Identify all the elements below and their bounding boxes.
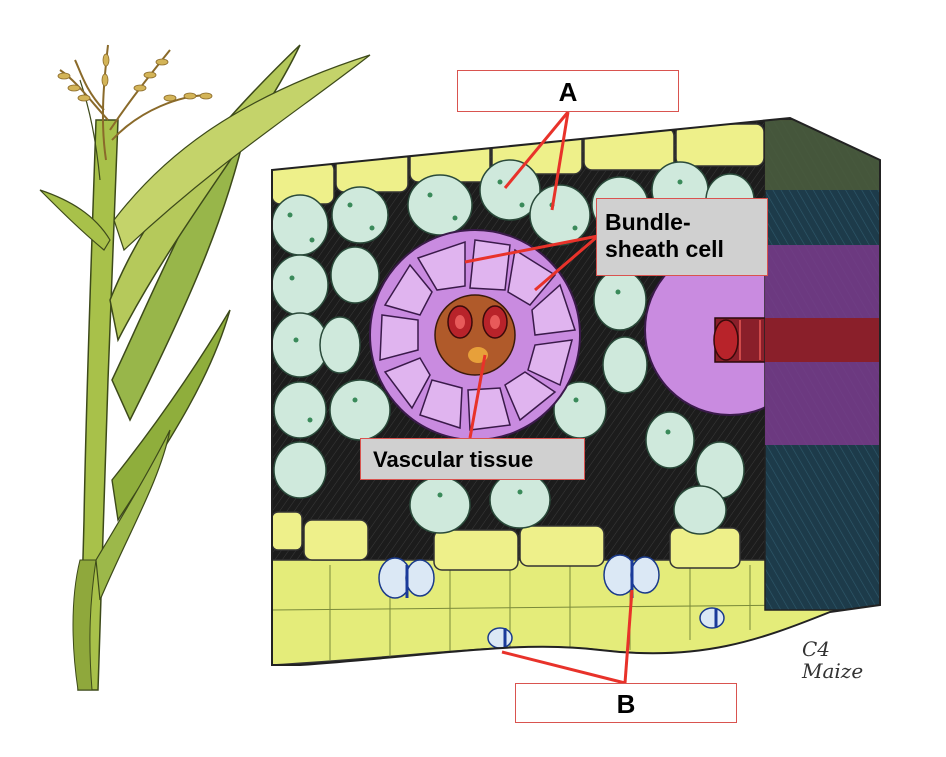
leaf-outline [271,116,881,666]
leaf-cross-section [272,118,880,665]
label-bundle-sheath-line2: sheath cell [605,236,724,262]
label-bundle-sheath-line1: Bundle- [605,209,691,235]
leader-lines [464,111,634,685]
label-vascular-tissue: Vascular tissue [360,438,585,480]
handwritten-caption: C4 Maize [802,638,902,682]
handwritten-c4: C4 [802,637,831,661]
label-bundle-sheath-cell: Bundle- sheath cell [596,198,768,276]
label-a: A [457,70,679,112]
label-b: B [515,683,737,723]
maize-plant-drawing [39,44,371,691]
stomata-group [378,554,725,650]
handwritten-maize: Maize [802,659,864,683]
